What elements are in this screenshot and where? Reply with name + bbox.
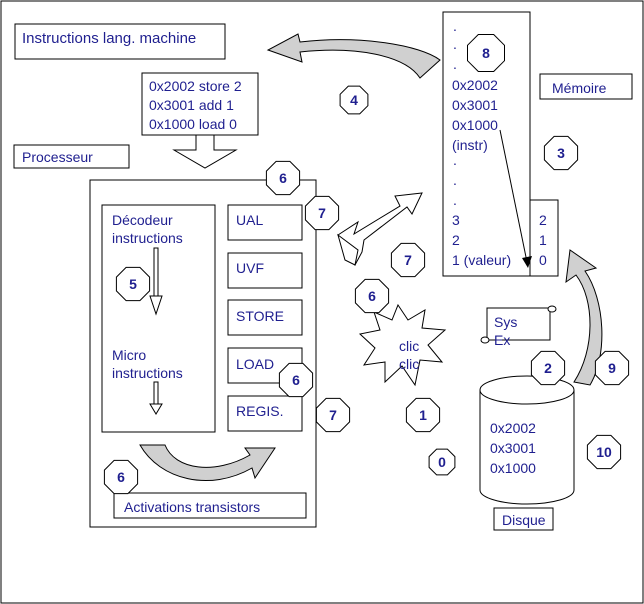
store-box: [227, 299, 303, 336]
memoire-label: Mémoire: [552, 80, 607, 96]
memory-data-2: 2: [452, 232, 460, 248]
curved-arrow-memory-to-title: [266, 33, 441, 79]
step-badge: 6: [265, 160, 301, 196]
step-badge: 10: [586, 434, 622, 470]
memory-addr-2: 0x3001: [452, 97, 498, 113]
memory-index-1: 2: [539, 212, 547, 228]
disk-line-3: 0x1000: [490, 460, 536, 476]
activation-curved-arrow: [139, 444, 276, 481]
step-badge-number: 0: [438, 454, 446, 470]
memory-addr-1: 0x2002: [452, 77, 498, 93]
step-badge-number: 6: [292, 372, 300, 388]
memory-dot-5: .: [453, 172, 457, 188]
disk-line-1: 0x2002: [490, 420, 536, 436]
processeur-label: Processeur: [22, 149, 93, 165]
decoder-arrow-1: [149, 247, 163, 316]
memory-pointer-line: [499, 129, 528, 263]
step-badge-number: 5: [129, 276, 137, 292]
program-line-1: 0x2002 store 2: [149, 78, 242, 94]
step-badge: 1: [405, 397, 441, 433]
step-badge-number: 2: [544, 360, 552, 376]
ual-box: [227, 204, 303, 241]
step-badge-number: 1: [419, 407, 427, 423]
memory-data-1: 3: [452, 212, 460, 228]
step-badge: 7: [315, 397, 351, 433]
step-badge-number: 6: [279, 170, 287, 186]
step-badge-number: 6: [117, 469, 125, 485]
step-badge-number: 10: [596, 444, 612, 460]
step-badge: 2: [530, 350, 566, 386]
uvf-box: [227, 252, 303, 289]
instructions-title-box: [14, 23, 226, 60]
processeur-label-box: [13, 144, 130, 169]
step-badge-number: 7: [329, 407, 337, 423]
disk-line-2: 0x3001: [490, 440, 536, 456]
step-badge-number: 8: [482, 45, 490, 61]
memory-dot-4: .: [453, 152, 457, 168]
memory-index-box: [529, 199, 559, 277]
step-badge: 6: [103, 459, 139, 495]
step-badge: 6: [354, 278, 390, 314]
step-badge: 3: [543, 135, 579, 171]
sysex-text-2: Ex: [494, 332, 511, 348]
uvf-label: UVF: [236, 260, 264, 276]
memory-data-3: 1 (valeur): [452, 252, 512, 268]
memory-dot-1: .: [453, 18, 457, 34]
step-badge-number: 7: [318, 205, 326, 221]
memory-addr-4: (instr): [452, 137, 488, 153]
arrow-program-to-processor: [172, 134, 238, 169]
memoire-label-box: [539, 73, 633, 100]
decodeur-label: Décodeur instructions: [112, 212, 183, 246]
program-box: [141, 72, 259, 136]
memory-dot-2: .: [453, 36, 457, 52]
store-label: STORE: [236, 308, 284, 324]
clic-explosion: [358, 303, 447, 387]
step-badge: 7: [304, 195, 340, 231]
activations-label: Activations transistors: [124, 499, 261, 515]
memory-addr-3: 0x1000: [452, 117, 498, 133]
disque-label-box: [493, 507, 554, 531]
regis-label: REGIS.: [236, 403, 284, 419]
memory-index-2: 1: [539, 232, 547, 248]
decoder-arrow-2: [149, 381, 163, 415]
memory-dot-6: .: [453, 192, 457, 208]
sysex-text-1: Sys: [494, 314, 518, 330]
step-badge: 8: [467, 34, 505, 72]
disque-label: Disque: [502, 512, 546, 528]
load-label: LOAD: [236, 356, 275, 372]
step-badge-number: 4: [350, 92, 358, 108]
memory-dot-3: .: [453, 56, 457, 72]
activation-box: [113, 492, 307, 519]
step-badge-number: 6: [368, 288, 376, 304]
program-line-3: 0x1000 load 0: [149, 116, 237, 132]
step-badge: 7: [390, 242, 426, 278]
regis-box: [227, 395, 303, 432]
step-badge: 4: [339, 85, 369, 115]
step-badge: 9: [594, 350, 630, 386]
curved-arrow-disk-to-memory: [565, 249, 603, 386]
ual-label: UAL: [236, 212, 264, 228]
instructions-title: Instructions lang. machine: [22, 30, 197, 47]
memory-index-3: 0: [539, 252, 547, 268]
step-badge: 6: [278, 362, 314, 398]
sysex-scroll: [480, 305, 557, 344]
step-badge: 5: [115, 266, 151, 302]
micro-label: Micro instructions: [112, 347, 183, 381]
program-line-2: 0x3001 add 1: [149, 97, 234, 113]
step-badge-number: 9: [608, 360, 616, 376]
step-badge-number: 3: [557, 145, 565, 161]
clic-text-2: clic: [399, 356, 420, 372]
step-badge-number: 7: [404, 252, 412, 268]
clic-text-1: clic: [399, 338, 420, 354]
step-badge: 0: [428, 448, 456, 476]
